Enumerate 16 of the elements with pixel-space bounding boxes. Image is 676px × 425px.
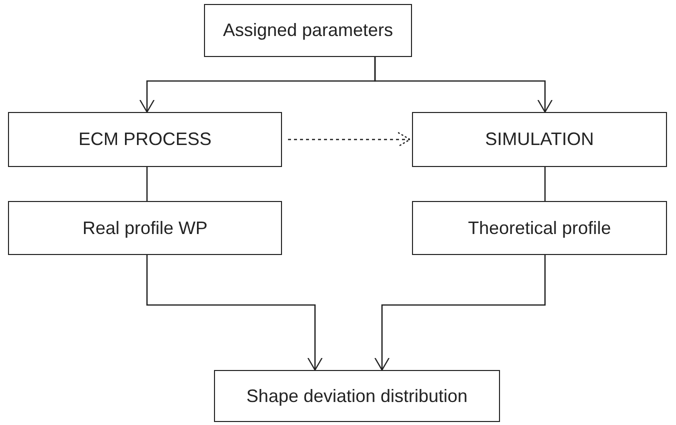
box-label: Theoretical profile — [468, 216, 612, 240]
box-label: SIMULATION — [485, 128, 594, 151]
box-label: Shape deviation distribution — [246, 384, 468, 408]
arrow — [146, 255, 323, 371]
process-box — [214, 370, 500, 422]
box-label: ECM PROCESS — [78, 128, 212, 151]
arrow — [374, 255, 546, 371]
process-box — [8, 112, 282, 167]
process-box — [412, 201, 667, 255]
box-label: Assigned parameters — [222, 19, 394, 42]
box-label: Real profile WP — [82, 216, 208, 240]
process-box — [412, 112, 667, 167]
arrow — [288, 132, 411, 148]
arrow — [374, 57, 553, 113]
process-box — [8, 201, 282, 255]
process-box — [204, 4, 412, 57]
